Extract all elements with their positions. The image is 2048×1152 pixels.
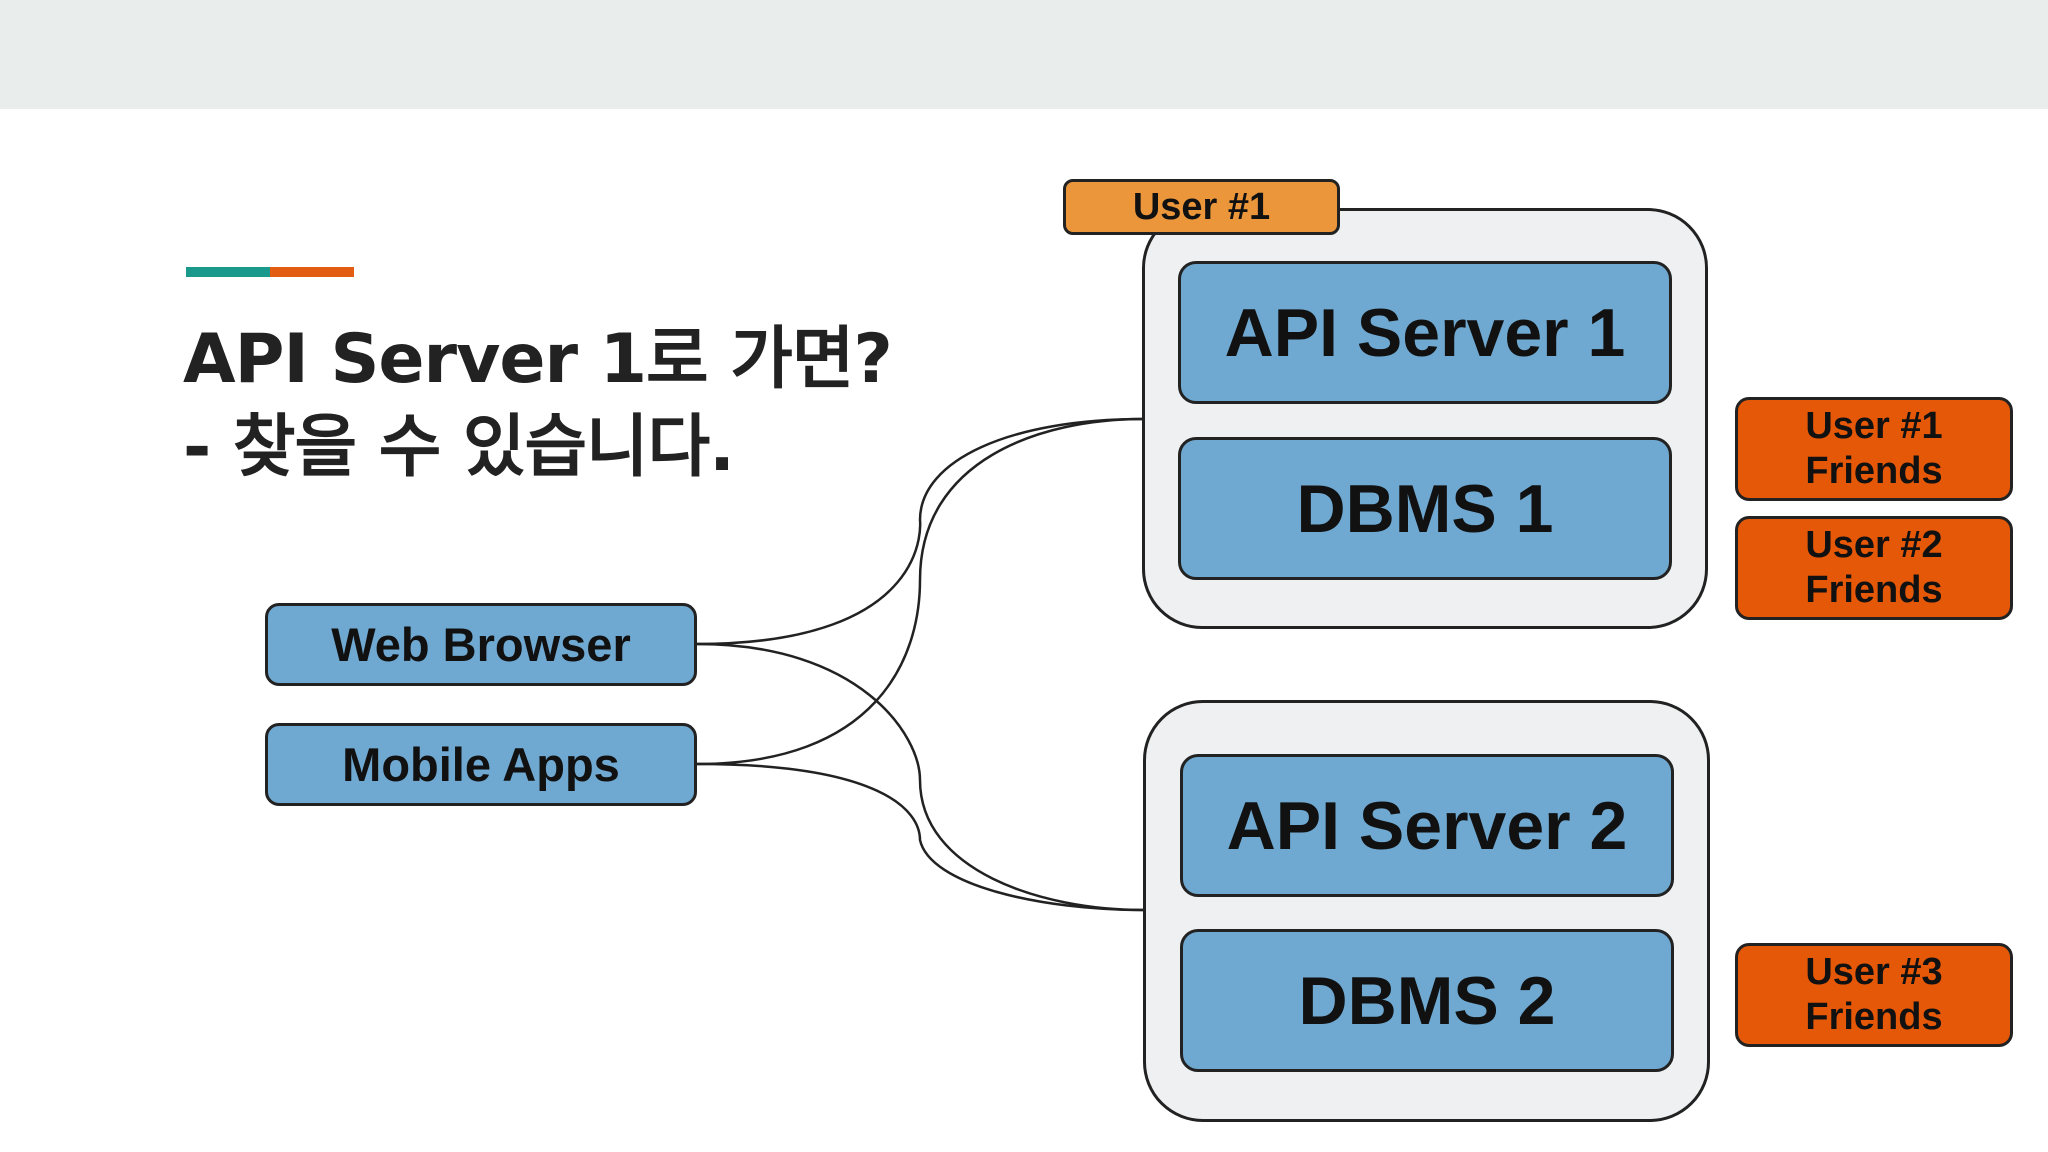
accent-line-teal	[186, 267, 270, 277]
connector-web-to-server2	[696, 642, 1144, 912]
friends-box-1-line1: User #1	[1805, 405, 1943, 447]
friends-box-2-line2: Friends	[1805, 569, 1943, 611]
slide-title: API Server 1로 가면? - 찾을 수 있습니다.	[183, 316, 893, 492]
api-server-2-box: API Server 2	[1180, 754, 1674, 897]
slide-title-line2: - 찾을 수 있습니다.	[183, 408, 735, 487]
dbms-2-box: DBMS 2	[1180, 929, 1674, 1072]
user-tag: User #1	[1063, 179, 1340, 235]
connector-web-to-server1	[696, 417, 1144, 646]
friends-box-3-line2: Friends	[1805, 996, 1943, 1038]
friends-box-1: User #1 Friends	[1735, 397, 2013, 501]
friends-box-2-line1: User #2	[1805, 524, 1943, 566]
dbms-1-box: DBMS 1	[1178, 437, 1672, 580]
friends-box-1-line2: Friends	[1805, 450, 1943, 492]
friends-box-3: User #3 Friends	[1735, 943, 2013, 1047]
web-browser-box: Web Browser	[265, 603, 697, 686]
slide-title-line1: API Server 1로 가면?	[183, 320, 893, 399]
friends-box-3-line1: User #3	[1805, 951, 1943, 993]
accent-line-orange	[270, 267, 354, 277]
friends-box-2: User #2 Friends	[1735, 516, 2013, 620]
connector-mobile-to-server2	[696, 762, 1144, 912]
api-server-1-box: API Server 1	[1178, 261, 1672, 404]
mobile-apps-box: Mobile Apps	[265, 723, 697, 806]
top-band	[0, 0, 2048, 109]
connector-mobile-to-server1	[696, 417, 1144, 766]
